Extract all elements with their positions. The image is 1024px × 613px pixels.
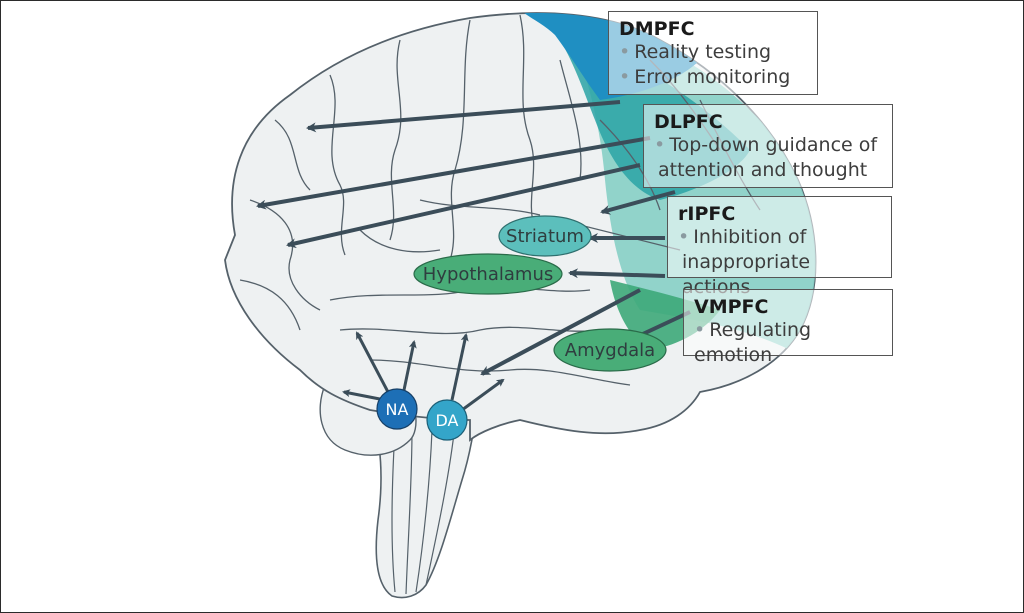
hypothalamus-label: Hypothalamus — [423, 264, 553, 285]
hypothalamus-oval: Hypothalamus — [413, 253, 563, 295]
rlpfc-title: rIPFC — [678, 203, 736, 225]
pfc-projections — [256, 100, 691, 376]
vmpfc-title: VMPFC — [694, 296, 769, 318]
striatum-oval: Striatum — [498, 215, 592, 257]
bullet-icon: • — [619, 41, 631, 63]
dmpfc-title: DMPFC — [619, 18, 695, 40]
vmpfc-item-1: Regulating emotion — [694, 319, 812, 366]
dlpfc-box: DLPFC •Top-down guidance of attention an… — [643, 104, 893, 188]
dmpfc-item-1: Reality testing — [634, 41, 772, 63]
dlpfc-item-1: Top-down guidance of — [669, 134, 878, 156]
da-node: DA — [426, 399, 468, 441]
bullet-icon: • — [678, 226, 690, 248]
amygdala-oval: Amygdala — [553, 328, 667, 372]
na-label: NA — [386, 400, 409, 419]
rlpfc-box: rIPFC •Inhibition of inappropriate actio… — [667, 196, 892, 298]
bullet-icon: • — [694, 319, 706, 341]
amygdala-label: Amygdala — [565, 340, 655, 361]
rlpfc-item-1: Inhibition of — [693, 226, 807, 248]
dlpfc-item-2: attention and thought — [658, 159, 868, 181]
vmpfc-box: VMPFC •Regulating emotion — [683, 289, 893, 366]
bullet-icon: • — [619, 66, 631, 88]
na-node: NA — [376, 388, 418, 430]
bullet-icon: • — [654, 134, 666, 156]
striatum-label: Striatum — [506, 226, 584, 247]
dmpfc-item-2: Error monitoring — [634, 66, 791, 88]
dlpfc-title: DLPFC — [654, 111, 723, 133]
nucleus-projections — [342, 331, 505, 412]
da-label: DA — [436, 411, 459, 430]
dmpfc-box: DMPFC •Reality testing •Error monitoring — [608, 11, 818, 95]
